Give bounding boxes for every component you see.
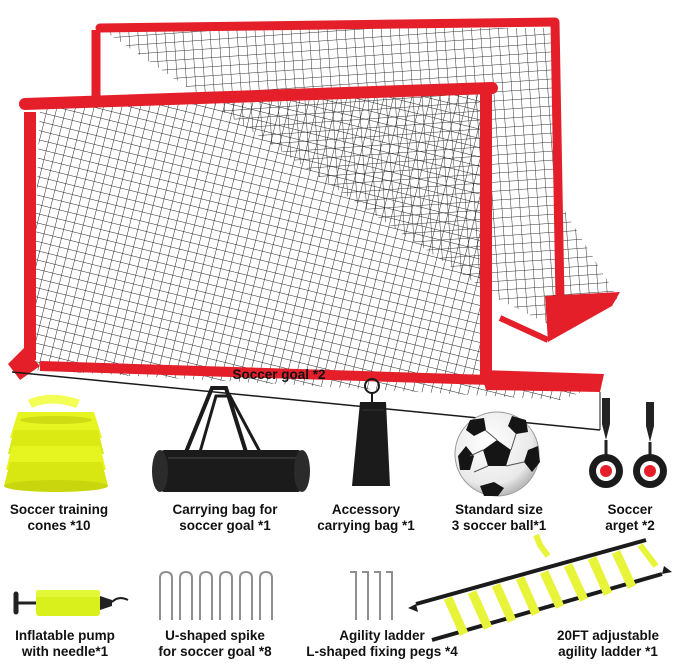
caption-goal: Soccer goal *2 <box>232 367 326 382</box>
goal-carrying-bag <box>152 386 310 492</box>
caption-goal-bag: Carrying bag for soccer goal *1 <box>172 502 278 533</box>
caption-cones: Soccer training cones *10 <box>9 502 109 533</box>
caption-target: Soccer arget *2 <box>605 502 655 533</box>
soccer-goal-front <box>8 82 604 431</box>
caption-pegs: Agility ladder L-shaped fixing pegs *4 <box>306 628 458 659</box>
training-cones <box>4 394 108 492</box>
agility-ladder <box>408 533 672 642</box>
caption-accessory-bag: Accessory carrying bag *1 <box>317 502 415 533</box>
inflatable-pump <box>13 590 129 616</box>
caption-pump: Inflatable pump with needle*1 <box>15 628 115 659</box>
accessory-carrying-bag <box>352 378 390 486</box>
l-shaped-pegs <box>350 571 393 620</box>
caption-ball: Standard size 3 soccer ball*1 <box>451 502 547 533</box>
caption-u-spike: U-shaped spike for soccer goal *8 <box>158 628 272 659</box>
caption-ladder: 20FT adjustable agility ladder *1 <box>556 628 660 659</box>
soccer-targets <box>589 398 667 488</box>
soccer-ball <box>454 411 540 497</box>
u-shaped-spikes <box>159 570 273 620</box>
